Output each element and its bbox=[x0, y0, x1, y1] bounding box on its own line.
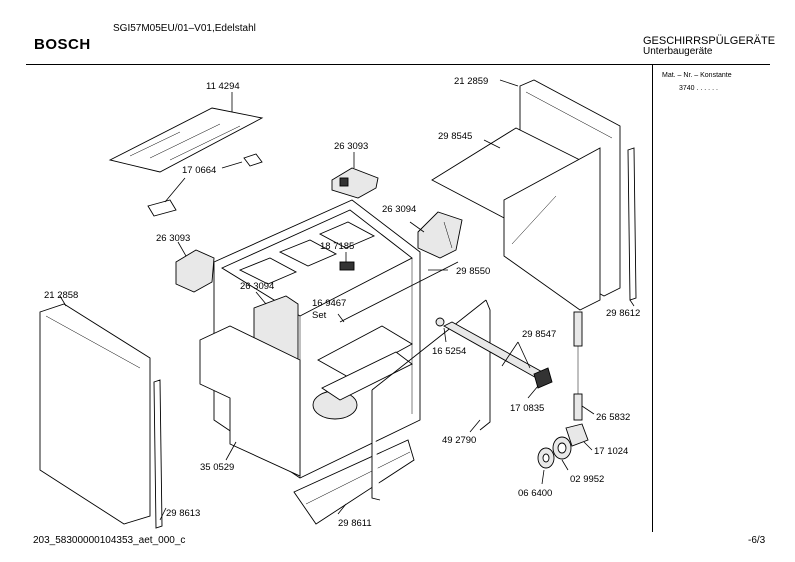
sealing-ring-part[interactable] bbox=[552, 436, 572, 460]
part-label: 26 5832 bbox=[596, 412, 630, 423]
spray-arm-part[interactable] bbox=[443, 321, 553, 389]
material-number-header: Mat. – Nr. – Konstante bbox=[662, 72, 732, 79]
part-label: Set bbox=[312, 310, 327, 321]
side-strip-left-part[interactable] bbox=[153, 379, 163, 529]
side-strip-right-part[interactable] bbox=[627, 147, 637, 301]
part-label: 29 8611 bbox=[338, 518, 372, 529]
part-label: 49 2790 bbox=[442, 435, 476, 446]
hinge-cover-part[interactable] bbox=[417, 211, 463, 259]
part-label: 26 3093 bbox=[156, 233, 190, 244]
guide-rail-part[interactable] bbox=[339, 261, 459, 323]
valve-part[interactable] bbox=[565, 423, 589, 447]
part-label: 16 9467 bbox=[312, 298, 346, 309]
part-label: 17 0664 bbox=[182, 165, 216, 176]
supply-hose-part[interactable] bbox=[573, 311, 583, 421]
nut-part[interactable] bbox=[537, 447, 555, 469]
part-label: 21 2859 bbox=[454, 76, 488, 87]
part-label: 06 6400 bbox=[518, 488, 552, 499]
model-number: SGI57M05EU/01–V01,Edelstahl bbox=[113, 23, 256, 34]
part-label: 02 9952 bbox=[570, 474, 604, 485]
part-label: 26 3094 bbox=[382, 204, 416, 215]
hinge-block-left-part[interactable] bbox=[175, 249, 215, 293]
part-label: 16 5254 bbox=[432, 346, 466, 357]
part-label: 26 3094 bbox=[240, 281, 274, 292]
part-label: 17 0835 bbox=[510, 403, 544, 414]
part-label: 29 8547 bbox=[522, 329, 556, 340]
document-id: 203_58300000104353_aet_000_c bbox=[33, 535, 186, 546]
clip-part[interactable] bbox=[339, 261, 355, 271]
plinth-part[interactable] bbox=[293, 439, 415, 525]
part-label: 18 7185 bbox=[320, 241, 354, 252]
part-label: 29 8613 bbox=[166, 508, 200, 519]
part-labels: 11 4294 17 0664 26 3093 26 3094 26 3093 … bbox=[44, 76, 640, 529]
part-label: 11 4294 bbox=[206, 81, 240, 92]
side-panel-left-part[interactable] bbox=[39, 303, 151, 525]
part-label: 29 8550 bbox=[456, 266, 490, 277]
part-label: 29 8612 bbox=[606, 308, 640, 319]
category-title: GESCHIRRSPÜLGERÄTE bbox=[643, 35, 776, 47]
part-label: 26 3093 bbox=[334, 141, 368, 152]
part-label: 35 0529 bbox=[200, 462, 234, 473]
page-number: -6/3 bbox=[748, 535, 766, 546]
insulation-mat-part[interactable] bbox=[108, 107, 264, 173]
spray-arm-nozzle-part[interactable] bbox=[435, 317, 445, 327]
brand-logo: BOSCH bbox=[34, 36, 91, 53]
sidebar-divider bbox=[652, 64, 653, 532]
base-panel-part[interactable] bbox=[199, 325, 301, 477]
mounting-bracket-part[interactable] bbox=[147, 153, 263, 217]
material-number-value: 3740 . . . . . . bbox=[679, 85, 718, 92]
header-divider bbox=[26, 64, 770, 65]
part-label: 21 2858 bbox=[44, 290, 78, 301]
hinge-block-part[interactable] bbox=[331, 167, 379, 199]
tub-body-part[interactable] bbox=[213, 199, 421, 479]
door-seal-part[interactable] bbox=[371, 299, 491, 501]
top-tray-part[interactable] bbox=[431, 127, 601, 311]
part-label: 29 8545 bbox=[438, 131, 472, 142]
category-subtitle: Unterbaugeräte bbox=[643, 46, 713, 57]
part-label: 17 1024 bbox=[594, 446, 628, 457]
